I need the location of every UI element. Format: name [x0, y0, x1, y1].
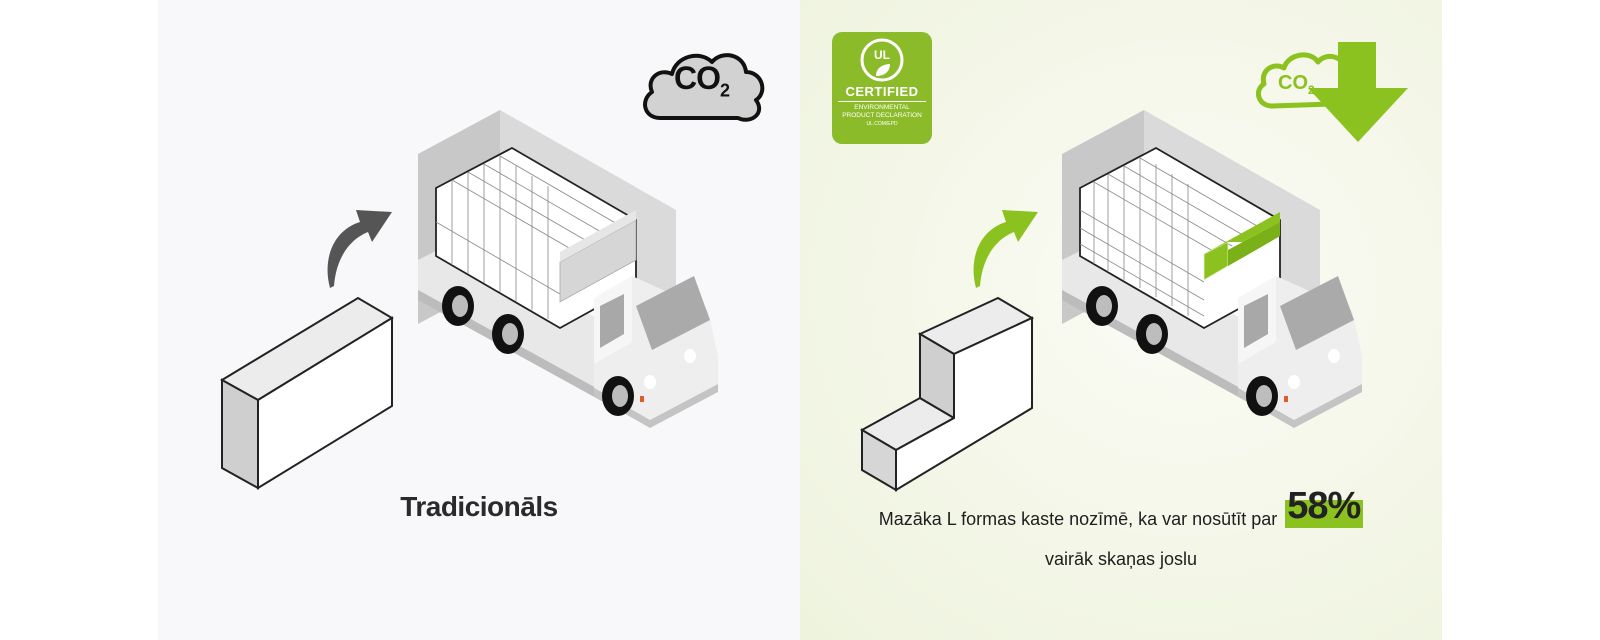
- curved-arrow-icon: [326, 208, 396, 290]
- l-shape-caption: Mazāka L formas kaste nozīmē, ka var nos…: [800, 487, 1442, 569]
- badge-url: UL.COM/EPD: [866, 121, 898, 127]
- co2-green-subscript: 2: [1308, 83, 1315, 97]
- co2-reduction-icon: CO2: [1252, 42, 1412, 142]
- l-shape-box-illustration: [859, 296, 1035, 493]
- co2-green-label: CO: [1278, 72, 1308, 94]
- truck-l-shape-illustration: [1062, 110, 1382, 430]
- co2-subscript: 2: [720, 80, 730, 101]
- highlight-percentage: 58%: [1285, 487, 1364, 528]
- caption-line1: Mazāka L formas kaste nozīmē, ka var nos…: [878, 509, 1278, 529]
- traditional-caption: Tradicionāls: [400, 491, 558, 522]
- traditional-box-illustration: [220, 296, 395, 491]
- caption-line1-group: Mazāka L formas kaste nozīmē, ka var nos…: [878, 487, 1364, 529]
- certified-label: CERTIFIED: [845, 84, 919, 99]
- caption-line2: vairāk skaņas joslu: [1044, 549, 1198, 569]
- badge-line1: ENVIRONMENTAL: [854, 104, 910, 111]
- ul-logo-icon: UL: [860, 38, 904, 82]
- co2-label: CO: [674, 60, 721, 96]
- badge-line2: PRODUCT DECLARATION: [842, 112, 922, 119]
- percentage-value: 58%: [1287, 485, 1361, 527]
- co2-cloud-icon: CO2: [638, 44, 768, 126]
- green-curved-arrow-icon: [972, 208, 1042, 290]
- svg-text:UL: UL: [874, 48, 890, 62]
- truck-traditional-illustration: [418, 110, 738, 430]
- ul-certified-badge: UL CERTIFIED ENVIRONMENTAL PRODUCT DECLA…: [832, 32, 932, 144]
- badge-divider: [838, 101, 926, 102]
